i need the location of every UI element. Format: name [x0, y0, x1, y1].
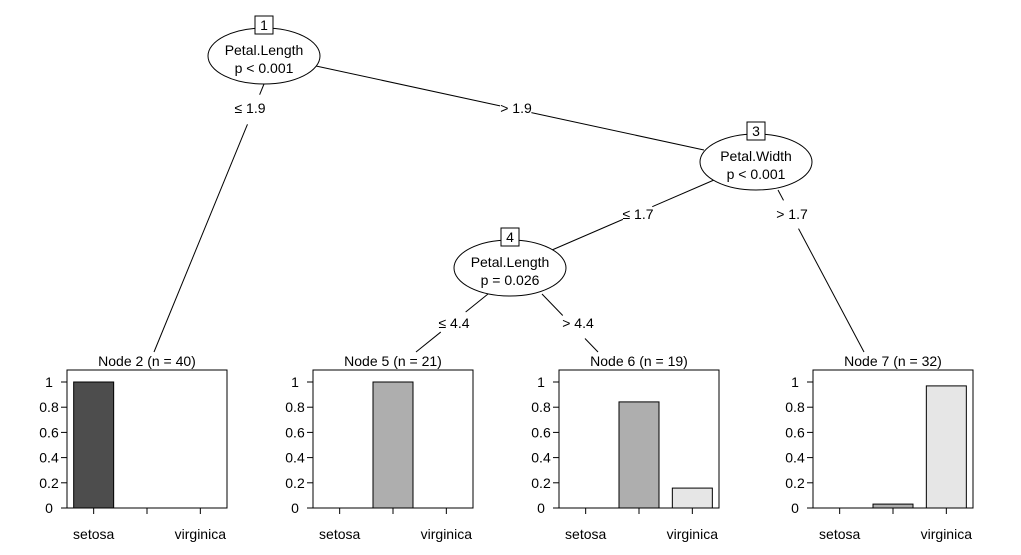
terminal-node-6: Node 6 (n = 19) 0 0.2 0.4 0.6 0.8 1 setosa virgi… [531, 353, 720, 542]
terminal-node-6-ytick-label: 1 [537, 374, 545, 390]
edge-1-3-line-b [531, 112, 705, 151]
terminal-node-6-title: Node 6 (n = 19) [590, 353, 688, 369]
inner-node-3-id: 3 [752, 123, 760, 139]
edge-3-7-line-b [798, 228, 865, 353]
terminal-node-6-ytick-label: 0.6 [531, 424, 551, 440]
terminal-node-5-xtick-label: virginica [421, 526, 473, 542]
terminal-node-6-ytick-label: 0.8 [531, 399, 551, 415]
edge-4-5-line-b [415, 331, 442, 353]
terminal-node-5-ytick-label: 0.6 [285, 424, 305, 440]
inner-node-4-pvalue: p = 0.026 [481, 272, 540, 288]
terminal-node-6-xtick-label: virginica [667, 526, 719, 542]
tree-edges: ≤ 1.9 > 1.9 ≤ 1.7 > 1.7 ≤ 4.4 > 4.4 [153, 65, 865, 353]
terminal-node-5-ytick-label: 0.8 [285, 399, 305, 415]
terminal-node-7-title: Node 7 (n = 32) [844, 353, 942, 369]
terminal-node-7-bar-virginica [925, 385, 967, 509]
edge-1-3-label: > 1.9 [500, 100, 532, 116]
terminal-node-7-ytick-label: 1 [791, 374, 799, 390]
terminal-node-5-title: Node 5 (n = 21) [344, 353, 442, 369]
terminal-node-panels: Node 2 (n = 40) 0 0.2 0.4 0.6 0.8 1 setosa virgi… [39, 353, 974, 542]
edge-4-6-line-b [584, 338, 599, 353]
terminal-node-6-ytick-label: 0.2 [531, 475, 551, 491]
inner-node-1-id: 1 [260, 17, 268, 33]
terminal-node-2-title: Node 2 (n = 40) [98, 353, 196, 369]
terminal-node-5: Node 5 (n = 21) 0 0.2 0.4 0.6 0.8 1 setosa virgi… [285, 353, 474, 542]
edge-3-7-line-a [777, 189, 784, 201]
terminal-node-6-xtick-label: setosa [565, 526, 606, 542]
terminal-node-7-ytick-label: 0.6 [785, 424, 805, 440]
terminal-node-7-ytick-label: 0.8 [785, 399, 805, 415]
terminal-node-2-ytick-label: 1 [45, 374, 53, 390]
terminal-node-2-ytick-label: 0.4 [39, 450, 59, 466]
terminal-node-2-ytick-label: 0.8 [39, 399, 59, 415]
terminal-node-5-ytick-label: 0 [291, 500, 299, 516]
terminal-node-2: Node 2 (n = 40) 0 0.2 0.4 0.6 0.8 1 setosa virgi… [39, 353, 228, 542]
edge-3-4-label: ≤ 1.7 [622, 206, 653, 222]
terminal-node-7: Node 7 (n = 32) 0 0.2 0.4 0.6 0.8 1 setosa virgi… [785, 353, 974, 542]
terminal-node-2-ytick-label: 0 [45, 500, 53, 516]
inner-node-3-id-box [746, 121, 766, 141]
terminal-node-2-xtick-label: setosa [73, 526, 114, 542]
edge-4-6-label: > 4.4 [562, 315, 594, 331]
edge-1-2-label: ≤ 1.9 [234, 100, 265, 116]
terminal-node-6-bar-versicolor [618, 401, 660, 509]
terminal-node-6-ytick-label: 0.4 [531, 450, 551, 466]
edge-3-7-label: > 1.7 [776, 206, 808, 222]
terminal-node-5-ytick-label: 0.4 [285, 450, 305, 466]
edge-4-5-label: ≤ 4.4 [438, 315, 469, 331]
inner-node-1-id-box [254, 15, 274, 35]
terminal-node-2-bar-setosa [73, 381, 115, 509]
inner-node-3-pvalue: p < 0.001 [727, 166, 786, 182]
inner-node-1-variable: Petal.Length [225, 42, 304, 58]
edge-1-2-line-a [259, 83, 265, 95]
terminal-node-5-ytick-label: 1 [291, 374, 299, 390]
terminal-node-6-ytick-label: 0 [537, 500, 545, 516]
terminal-node-7-ytick-label: 0.4 [785, 450, 805, 466]
terminal-node-7-xtick-label: virginica [921, 526, 973, 542]
inner-node-3-variable: Petal.Width [720, 148, 792, 164]
terminal-node-5-xtick-label: setosa [319, 526, 360, 542]
edge-3-4-line-b [551, 218, 624, 251]
terminal-node-2-ytick-label: 0.2 [39, 475, 59, 491]
edge-4-6-line-a [541, 293, 564, 316]
edge-4-5-line-a [465, 293, 489, 313]
inner-node-4-id-box [500, 227, 520, 247]
inner-node-1-pvalue: p < 0.001 [235, 60, 294, 76]
inner-node-4-variable: Petal.Length [471, 254, 550, 270]
edge-1-3-line-a [315, 65, 501, 107]
terminal-node-2-ytick-label: 0.6 [39, 424, 59, 440]
edge-3-4-line-a [652, 179, 715, 208]
inner-node-4-id: 4 [506, 229, 514, 245]
terminal-node-7-ytick-label: 0 [791, 500, 799, 516]
terminal-node-2-xtick-label: virginica [175, 526, 227, 542]
terminal-node-6-bar-virginica [671, 487, 713, 509]
terminal-node-5-bar-versicolor [372, 381, 414, 509]
edge-1-2-line-b [153, 124, 248, 353]
terminal-node-7-xtick-label: setosa [819, 526, 860, 542]
terminal-node-5-ytick-label: 0.2 [285, 475, 305, 491]
terminal-node-7-ytick-label: 0.2 [785, 475, 805, 491]
terminal-node-7-bar-versicolor [872, 503, 914, 509]
